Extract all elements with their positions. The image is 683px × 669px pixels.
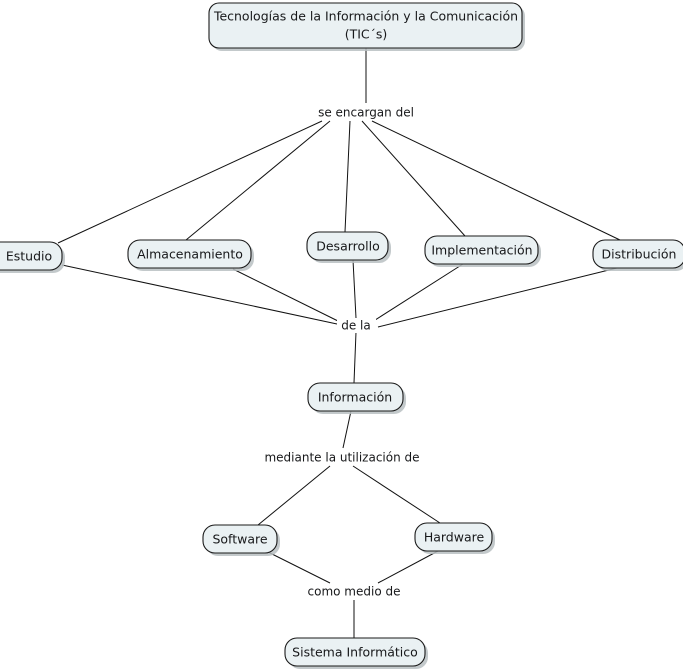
node-software-label: Software: [212, 532, 267, 547]
link-label-de-la-bg: [337, 318, 376, 333]
node-implementacion-label: Implementación: [431, 243, 532, 258]
link-label-mediante-la-utilizacion-de: mediante la utilización de: [260, 449, 425, 465]
edge-de-la-to-informacion: [353, 331, 357, 384]
node-distribucion-label: Distribución: [602, 247, 677, 262]
edge-group-se-encargan-fan: [57, 120, 621, 244]
node-desarrollo-label: Desarrollo: [316, 239, 380, 254]
node-sistema-informatico-label: Sistema Informático: [292, 645, 418, 660]
edge-implementacion-to-de-la: [371, 263, 464, 323]
edge-se-encargan-del-to-estudio: [57, 120, 323, 244]
node-implementacion-box[interactable]: [424, 235, 539, 265]
node-software[interactable]: Software: [202, 524, 280, 556]
node-implementacion[interactable]: Implementación: [424, 235, 541, 267]
edge-group-nodes-to-de-la: [61, 259, 618, 328]
node-desarrollo[interactable]: Desarrollo: [306, 231, 391, 263]
edge-se-encargan-del-to-implementacion: [361, 120, 466, 237]
node-sistema-informatico-box[interactable]: [284, 637, 426, 667]
node-almacenamiento-label: Almacenamiento: [137, 247, 243, 262]
node-informacion-box[interactable]: [307, 382, 404, 412]
link-label-se-encargan-del: se encargan del: [310, 104, 422, 120]
node-hardware-box[interactable]: [414, 522, 493, 552]
link-label-se-encargan-del-bg: [310, 104, 422, 120]
node-distribucion-box[interactable]: [592, 239, 683, 269]
edge-almacenamiento-to-de-la: [232, 268, 341, 323]
node-estudio-box[interactable]: [0, 241, 63, 271]
link-label-como-medio-de-bg: [303, 584, 406, 600]
node-tics-label-line1: Tecnologías de la Información y la Comun…: [213, 9, 518, 24]
edge-group-to-como-medio-de: [267, 550, 439, 584]
node-hardware-label: Hardware: [424, 530, 485, 545]
node-tics-label-line2: (TIC´s): [345, 27, 388, 42]
edge-group-mediante-fan: [257, 465, 441, 526]
edge-desarrollo-to-de-la: [352, 259, 357, 319]
node-almacenamiento[interactable]: Almacenamiento: [127, 239, 254, 271]
edge-group-informacion-to-mediante: [342, 410, 352, 449]
node-almacenamiento-box[interactable]: [127, 239, 252, 269]
node-hardware[interactable]: Hardware: [414, 522, 495, 554]
node-tics-box[interactable]: [208, 2, 523, 49]
link-label-como-medio-de: como medio de: [303, 584, 406, 600]
edge-hardware-to-como-medio-de: [377, 550, 439, 584]
edge-software-to-como-medio-de: [267, 551, 331, 584]
node-desarrollo-box[interactable]: [306, 231, 389, 261]
edge-informacion-to-mediante: [342, 410, 352, 449]
edge-se-encargan-del-to-almacenamiento: [185, 120, 331, 241]
node-tics[interactable]: Tecnologías de la Información y la Comun…: [208, 2, 525, 51]
edge-mediante-to-hardware: [352, 465, 441, 524]
node-sistema-informatico[interactable]: Sistema Informático: [284, 637, 428, 669]
edge-estudio-to-de-la: [61, 264, 338, 325]
link-label-como-medio-de-text: como medio de: [308, 585, 401, 599]
link-label-mediante-text: mediante la utilización de: [264, 451, 419, 465]
link-label-se-encargan-del-text: se encargan del: [318, 106, 414, 120]
link-label-de-la: de la: [337, 318, 376, 333]
edge-se-encargan-del-to-distribucion: [371, 120, 621, 241]
node-software-box[interactable]: [202, 524, 278, 554]
node-informacion-label: Información: [318, 390, 392, 405]
edge-mediante-to-software: [257, 465, 331, 526]
link-label-mediante-bg: [260, 449, 425, 465]
link-label-de-la-text: de la: [341, 319, 371, 333]
edge-distribucion-to-de-la: [377, 267, 618, 328]
edge-se-encargan-del-to-desarrollo: [344, 120, 351, 233]
node-informacion[interactable]: Información: [307, 382, 406, 414]
edge-group-de-la-to-informacion: [353, 331, 357, 384]
node-distribucion[interactable]: Distribución: [592, 239, 683, 271]
node-estudio[interactable]: Estudio: [0, 241, 65, 273]
node-estudio-label: Estudio: [6, 249, 52, 264]
